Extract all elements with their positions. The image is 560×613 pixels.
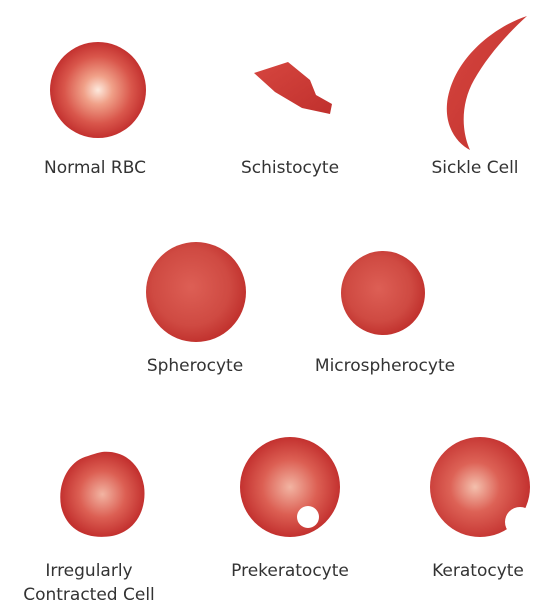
irregularly-contracted-label-line1: Irregularly [0, 559, 178, 583]
spherocyte-cell [146, 242, 246, 342]
normal-rbc-cell [50, 42, 146, 138]
irregularly-contracted-label-line2: Contracted Cell [0, 583, 178, 607]
normal-rbc-label: Normal RBC [10, 156, 180, 180]
microspherocyte-label: Microspherocyte [285, 354, 485, 378]
irregularly-contracted-cell-label: Irregularly Contracted Cell [0, 559, 178, 607]
schistocyte-label: Schistocyte [205, 156, 375, 180]
microspherocyte-cell [341, 251, 425, 335]
keratocyte-notch [505, 507, 535, 537]
keratocyte-label: Keratocyte [398, 559, 558, 583]
schistocyte-cell [254, 62, 332, 114]
prekeratocyte-vacuole [297, 506, 319, 528]
prekeratocyte-cell [240, 437, 340, 537]
prekeratocyte-label: Prekeratocyte [200, 559, 380, 583]
irregularly-contracted-cell [60, 452, 144, 537]
spherocyte-label: Spherocyte [110, 354, 280, 378]
sickle-cell-label: Sickle Cell [395, 156, 555, 180]
sickle-cell-cell [447, 16, 527, 150]
